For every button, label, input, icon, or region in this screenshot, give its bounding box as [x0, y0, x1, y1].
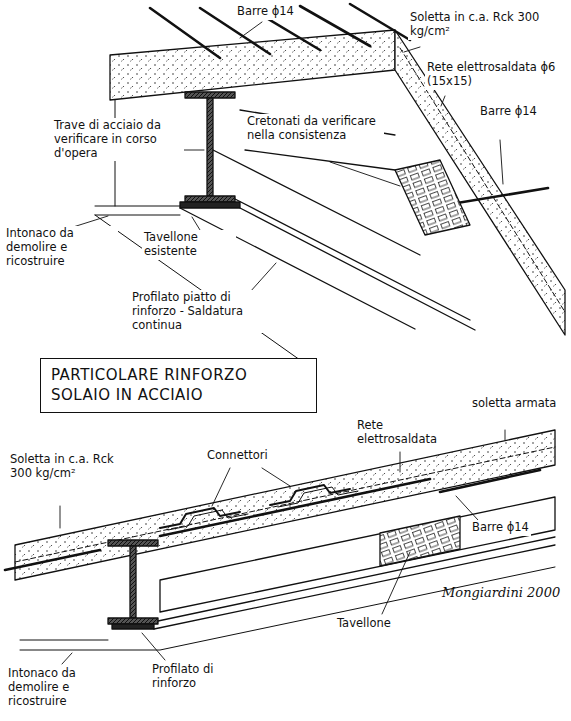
callout-label: Barre ϕ14	[470, 520, 531, 536]
callout-label: Intonaco da demolire e ricostruire	[4, 226, 118, 269]
upper-detail	[70, 4, 565, 360]
callout-label: soletta armata	[470, 396, 558, 412]
callout-label: Intonaco da demolire e ricostruire	[6, 666, 130, 709]
callout-label: Tavellone	[335, 616, 393, 632]
callout-label: Barre ϕ14	[235, 4, 296, 20]
callout-label: Trave di acciaio da verificare in corso …	[52, 118, 184, 161]
callout-label: Barre ϕ14	[478, 104, 539, 120]
callout-label: Profilato di rinforzo	[150, 662, 254, 692]
signature: Mongiardini 2000	[440, 584, 562, 602]
callout-label: Cretonati da verificare nella consistenz…	[245, 114, 384, 144]
callout-label: Soletta in c.a. Rck 300 kg/cm²	[408, 10, 542, 40]
callout-label: Rete elettrosaldata ϕ6 (15x15)	[425, 60, 564, 90]
lower-detail	[5, 430, 555, 664]
callout-label: Profilato piatto di rinforzo - Saldatura…	[130, 290, 264, 333]
title-box: PARTICOLARE RINFORZO SOLAIO IN ACCIAIO	[40, 358, 317, 413]
callout-label: Soletta in c.a. Rck 300 kg/cm²	[8, 452, 127, 482]
callout-label: Rete elettrosaldata	[355, 418, 459, 448]
callout-label: Connettori	[205, 448, 270, 464]
callout-label: Tavellone esistente	[142, 230, 236, 260]
